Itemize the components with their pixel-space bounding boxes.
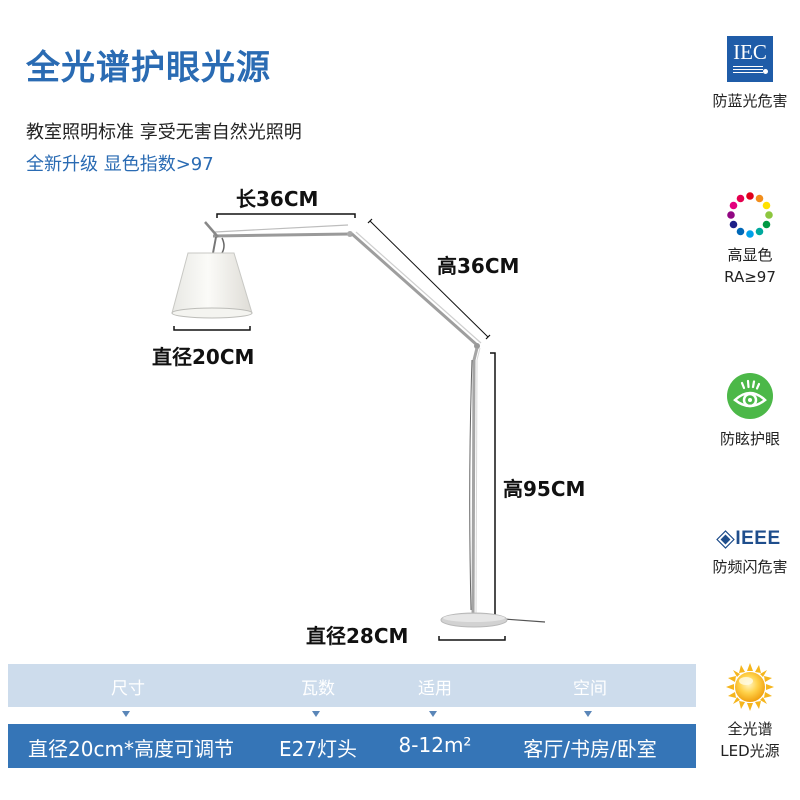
feature-label: 防眩护眼 bbox=[719, 430, 780, 448]
spec-table-values: 直径20cm*高度可调节 E27灯头 8-12m² 客厅/书房/卧室 bbox=[8, 724, 696, 768]
shade-diameter-label: 直径20CM bbox=[152, 345, 255, 369]
feature-label: 防频闪危害 bbox=[712, 558, 788, 576]
down-arrow-icon bbox=[429, 711, 437, 717]
down-arrow-icon bbox=[122, 711, 130, 717]
header-wattage: 瓦数 bbox=[301, 679, 335, 699]
feature-blue-light: IEC 防蓝光危害 bbox=[700, 36, 800, 112]
feature-color-rendering: 高显色 RA≥97 bbox=[700, 190, 800, 288]
feature-sublabel: LED光源 bbox=[720, 742, 780, 760]
color-wheel-icon bbox=[727, 192, 773, 238]
feature-label: 高显色 bbox=[727, 246, 773, 264]
page-title: 全光谱护眼光源 bbox=[26, 48, 271, 88]
value-size: 直径20cm*高度可调节 bbox=[28, 737, 234, 761]
feature-label: 全光谱 bbox=[727, 720, 773, 738]
pole-height-label: 高95CM bbox=[503, 477, 586, 501]
down-arrow-icon bbox=[312, 711, 320, 717]
value-applicable: 8-12m² bbox=[398, 733, 472, 757]
arm-length-label: 长36CM bbox=[236, 187, 319, 211]
base-diameter-label: 直径28CM bbox=[306, 624, 409, 648]
value-wattage: E27灯头 bbox=[278, 737, 358, 761]
ieee-logo-icon: IEEE bbox=[700, 528, 800, 550]
feature-sublabel: RA≥97 bbox=[724, 268, 776, 286]
highlight-text: 全新升级 显色指数>97 bbox=[26, 154, 214, 175]
iec-logo-icon: IEC bbox=[727, 36, 773, 82]
subtitle: 教室照明标准 享受无害自然光照明 bbox=[26, 122, 302, 143]
floor-lamp-illustration bbox=[171, 213, 546, 641]
value-space: 客厅/书房/卧室 bbox=[523, 737, 657, 761]
arm-height-label: 高36CM bbox=[437, 254, 520, 278]
header-size: 尺寸 bbox=[111, 679, 145, 699]
feature-anti-glare: 防眩护眼 bbox=[700, 372, 800, 450]
down-arrow-icon bbox=[584, 711, 592, 717]
header-applicable: 适用 bbox=[418, 679, 452, 699]
feature-anti-flicker: IEEE 防频闪危害 bbox=[700, 528, 800, 578]
feature-full-spectrum: 全光谱 LED光源 bbox=[700, 662, 800, 762]
feature-label: 防蓝光危害 bbox=[712, 92, 788, 110]
sun-icon bbox=[726, 663, 774, 711]
spec-table-header: 尺寸 瓦数 适用 空间 bbox=[8, 664, 696, 707]
header-space: 空间 bbox=[573, 679, 607, 699]
eye-protection-icon bbox=[727, 373, 773, 419]
